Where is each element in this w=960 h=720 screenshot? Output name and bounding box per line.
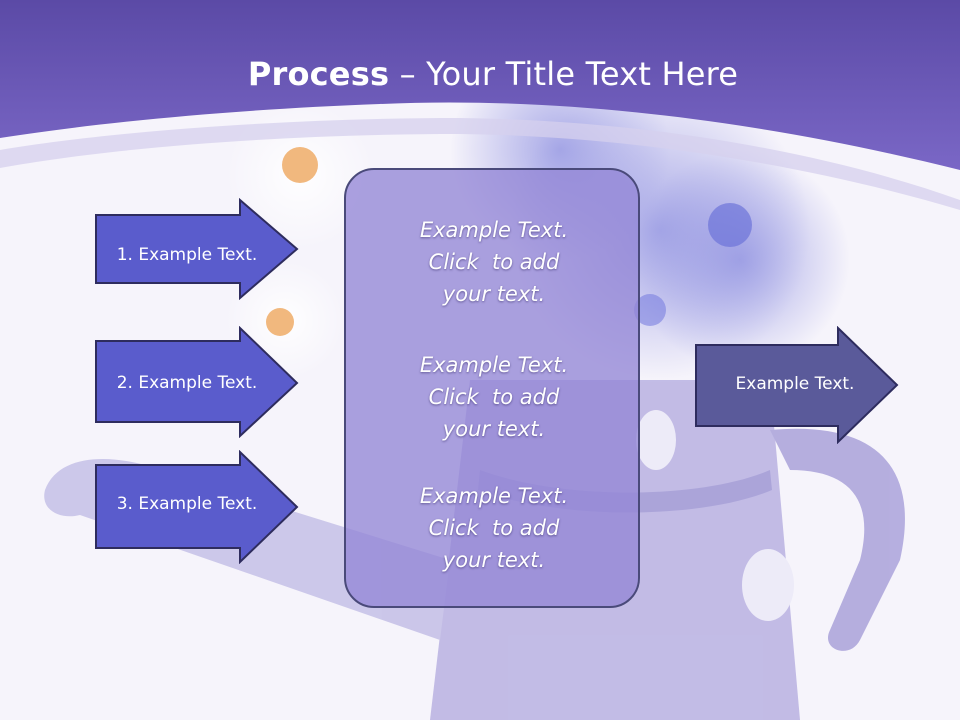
header-band xyxy=(0,0,960,170)
left-arrow-3 xyxy=(95,450,299,564)
center-text-box[interactable]: Example Text. Click to add your text. Ex… xyxy=(344,168,640,608)
center-text-2-line-3: your text. xyxy=(442,417,546,441)
title-dash: – xyxy=(399,55,416,93)
right-arrow-label: Example Text. xyxy=(735,374,855,394)
center-text-block-2[interactable]: Example Text. Click to add your text. xyxy=(346,349,642,445)
center-text-3-line-3: your text. xyxy=(442,548,546,572)
left-arrow-2 xyxy=(95,326,299,438)
center-text-3-line-2: Click to add xyxy=(428,516,560,540)
center-text-1-line-2: Click to add xyxy=(428,250,560,274)
center-text-block-1[interactable]: Example Text. Click to add your text. xyxy=(346,214,642,310)
right-arrow xyxy=(695,326,899,444)
center-text-1-line-3: your text. xyxy=(442,282,546,306)
slide-title: Process – Your Title Text Here xyxy=(0,52,960,96)
title-strong: Process xyxy=(247,55,390,93)
center-text-block-3[interactable]: Example Text. Click to add your text. xyxy=(346,480,642,576)
center-text-3-line-1: Example Text. xyxy=(419,484,569,508)
left-arrow-1 xyxy=(95,198,299,300)
center-text-1-line-1: Example Text. xyxy=(419,218,569,242)
center-text-2-line-2: Click to add xyxy=(428,385,560,409)
left-arrow-1-label: 1. Example Text. xyxy=(116,245,258,265)
title-rest: Your Title Text Here xyxy=(426,55,739,93)
center-text-2-line-1: Example Text. xyxy=(419,353,569,377)
left-arrow-2-label: 2. Example Text. xyxy=(116,373,258,393)
left-arrow-3-label: 3. Example Text. xyxy=(116,494,258,514)
